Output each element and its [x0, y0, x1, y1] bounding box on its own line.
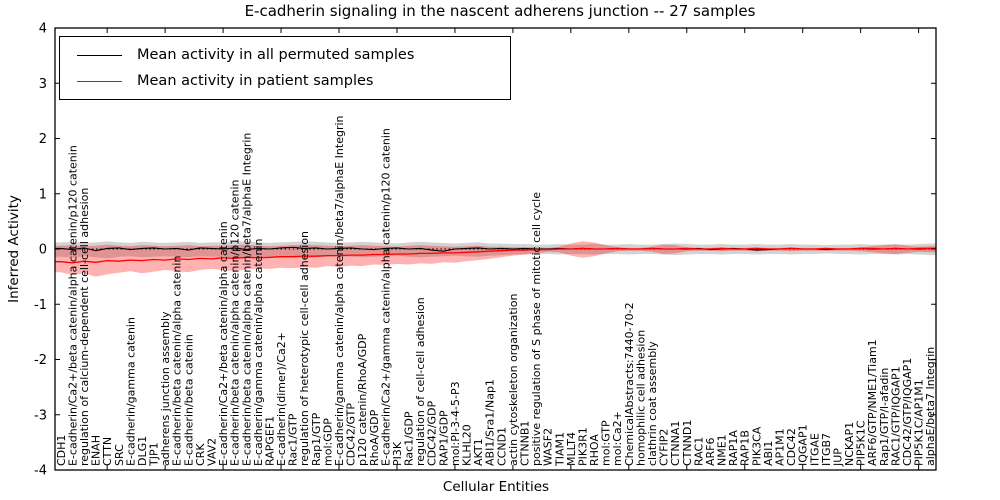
x-tick-label: Rap1/GTP/l-afadin — [878, 368, 891, 466]
x-tick-label: PIP5K1C/AP1M1 — [913, 379, 926, 466]
legend-item-patient: Mean activity in patient samples — [77, 73, 510, 89]
x-tick-label: CTTN — [101, 437, 114, 466]
y-tick-label: 2 — [39, 132, 47, 147]
y-tick-label: -3 — [34, 408, 47, 423]
x-tick-label: regulation of calcium-dependent cell-cel… — [78, 188, 91, 466]
x-tick-label: PIK3R1 — [576, 427, 589, 466]
x-tick-label: CTNNB1 — [519, 421, 532, 466]
x-tick-label: E-cadherin/Ca2+/beta catenin/alpha caten… — [66, 145, 79, 466]
x-tick-label: Rap1/GTP — [310, 412, 323, 466]
x-tick-label: mol:PI-3-4-5-P3 — [449, 381, 462, 466]
x-tick-label: E-cadherin/beta catenin — [182, 334, 195, 466]
x-tick-label: AKT1 — [472, 438, 485, 466]
x-tick-label: CTNND1 — [681, 420, 694, 466]
y-tick-label: 1 — [39, 187, 47, 202]
axes-frame — [54, 27, 937, 471]
x-tick-label: mol:Ca2+ — [611, 411, 624, 466]
x-tick-label: E-cadherin/beta catenin/alpha catenin/be… — [240, 133, 253, 466]
x-tick-label: RHOA — [588, 434, 601, 466]
x-tick-label: CDC42/GDP — [426, 400, 439, 466]
x-tick-label: ENAH — [90, 435, 103, 466]
legend: Mean activity in all permuted samples Me… — [59, 36, 511, 100]
x-tick-label: RAC1/GTP/IQGAP1 — [889, 366, 902, 466]
x-tick-label: E-cadherin/Ca2+/gamma catenin/alpha cate… — [379, 128, 392, 466]
legend-label-patient: Mean activity in patient samples — [137, 73, 374, 89]
y-tick-label: 4 — [39, 22, 47, 37]
x-tick-label: WASF2 — [542, 428, 555, 466]
x-tick-label: clathrin coat assembly — [646, 341, 659, 466]
x-tick-label: mol:GTP — [600, 420, 613, 466]
x-tick-label: adherens junction assembly — [159, 311, 172, 466]
x-tick-label: CRK — [194, 443, 207, 466]
x-tick-label: CCND1 — [495, 427, 508, 466]
x-tick-label: Rac1/GTP — [287, 413, 300, 466]
y-tick-label: -2 — [34, 353, 47, 368]
x-tick-label: E-cadherin/beta catenin/alpha catenin/p1… — [229, 180, 242, 466]
x-tick-label: ChemicalAbstracts:7440-70-2 — [623, 302, 636, 466]
x-tick-label: E-cadherin/gamma catenin/alpha catenin/b… — [333, 115, 346, 466]
x-tick-label: RAP1A — [727, 430, 740, 466]
x-tick-label: RAP1B — [739, 430, 752, 466]
x-tick-label: NME1 — [716, 434, 729, 466]
x-tick-label: IQGAP1 — [797, 424, 810, 466]
x-tick-label: KLHL20 — [461, 424, 474, 466]
x-tick-label: CTNNA1 — [669, 421, 682, 466]
x-tick-label: JUP — [832, 448, 845, 467]
x-tick-label: E-cadherin/Ca2+/beta catenin/alpha caten… — [217, 221, 230, 466]
x-tick-label: MLLT4 — [565, 432, 578, 466]
x-tick-label: ARF6 — [704, 438, 717, 467]
x-tick-label: PIK3CA — [750, 426, 763, 466]
x-tick-label: E-cadherin/gamma catenin/alpha catenin — [252, 238, 265, 466]
x-tick-label: RAC1 — [692, 437, 705, 466]
x-tick-label: ABI1/Sra1/Nap1 — [484, 379, 497, 466]
legend-line-permuted-icon — [77, 54, 122, 56]
x-tick-label: Rac1/GDP — [403, 411, 416, 466]
patient-band — [55, 241, 936, 277]
x-tick-label: CDC42 — [785, 428, 798, 466]
x-tick-label: regulation of cell-cell adhesion — [414, 297, 427, 466]
x-tick-label: TIAM1 — [553, 432, 566, 467]
x-tick-label: RhoA/GDP — [368, 409, 381, 466]
x-tick-label: PIP5K1C — [855, 420, 868, 466]
y-tick-label: 0 — [39, 243, 47, 258]
patient-mean-line — [55, 247, 936, 264]
x-tick-label: DLG1 — [136, 436, 149, 466]
x-tick-label: ITGAE — [808, 433, 821, 466]
x-tick-label: RAP1/GDP — [437, 410, 450, 466]
x-tick-label: mol:GDP — [321, 418, 334, 466]
y-tick-label: -4 — [34, 464, 47, 479]
x-tick-label: alphaE/beta7 Integrin — [924, 347, 937, 466]
legend-line-patient-icon — [77, 80, 122, 82]
x-tick-label: SRC — [113, 444, 126, 466]
x-tick-label: CDH1 — [55, 435, 68, 466]
x-tick-label: ARF6/GTP/NME1/Tiam1 — [866, 339, 879, 466]
x-tick-label: PI3K — [391, 441, 404, 466]
x-tick-label: homophilic cell adhesion — [634, 330, 647, 466]
x-tick-label: E-cadherin/gamma catenin — [124, 317, 137, 466]
x-tick-label: E-cadherin(dimer)/Ca2+ — [275, 332, 288, 466]
x-axis-label: Cellular Entities — [442, 479, 550, 495]
x-tick-label: positive regulation of S phase of mitoti… — [530, 192, 543, 466]
x-tick-label: TJP1 — [148, 442, 161, 467]
x-tick-label: ITGB7 — [820, 433, 833, 466]
x-tick-label: CDC42/GTP — [345, 403, 358, 466]
legend-label-permuted: Mean activity in all permuted samples — [137, 47, 415, 63]
x-tick-label: actin cytoskeleton organization — [507, 294, 520, 466]
x-tick-label: CYFIP2 — [658, 429, 671, 466]
permuted-band — [55, 241, 936, 259]
x-tick-label: ABI1 — [762, 441, 775, 466]
x-tick-label: regulation of heterotypic cell-cell adhe… — [298, 231, 311, 466]
legend-item-permuted: Mean activity in all permuted samples — [77, 47, 510, 63]
x-tick-label: CDC42/GTP/IQGAP1 — [901, 358, 914, 466]
x-tick-label: VAV2 — [206, 438, 219, 466]
chart-title: E-cadherin signaling in the nascent adhe… — [244, 2, 756, 20]
x-tick-label: p120 catenin/RhoA/GDP — [356, 333, 369, 466]
x-tick-label: NCKAP1 — [843, 422, 856, 466]
x-tick-label: RAPGEF1 — [264, 416, 277, 466]
y-tick-label: -1 — [34, 298, 47, 313]
x-tick-label: AP1M1 — [774, 428, 787, 466]
x-tick-label: E-cadherin/beta catenin/alpha catenin — [171, 256, 184, 466]
y-tick-label: 3 — [39, 77, 47, 92]
